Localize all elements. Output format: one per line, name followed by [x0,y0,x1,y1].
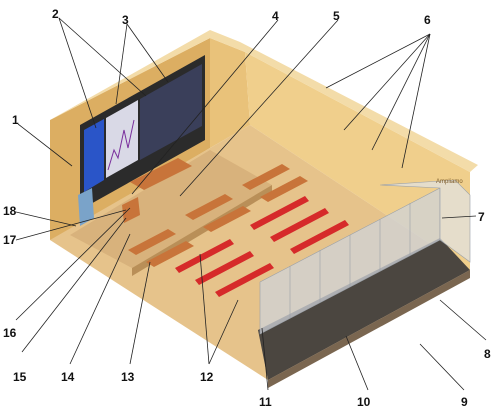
desk-row [242,164,290,190]
seat-row [215,263,274,297]
wall-top-rim [50,30,478,172]
seat-row [250,196,309,230]
desk-row [260,176,308,202]
lectern [122,197,140,223]
video-screen-right [140,64,202,160]
seat-row [290,220,349,254]
callout-15: 15 [13,370,27,384]
callout-9: 9 [461,395,468,409]
callout-16: 16 [3,326,17,340]
callout-13: 13 [121,370,135,384]
callout-1: 1 [12,113,19,127]
callout-7: 7 [478,210,485,224]
floor-front-edge [268,270,470,388]
callout-17: 17 [3,233,17,247]
seat-row [175,239,234,273]
stage-furniture [78,158,192,226]
leader-lines [15,17,487,391]
desk-row [203,206,251,232]
seat-row [195,251,254,285]
booth-row-back [379,179,471,263]
video-screen-left [84,119,104,192]
presenter-table [130,158,192,190]
callout-10: 10 [357,395,371,409]
stage-platform [70,150,272,268]
seating-area [128,164,349,297]
callout-2: 2 [52,7,59,21]
video-wall [80,55,205,210]
seat-row [270,208,329,242]
callout-labels: 1 2 3 4 5 6 7 8 9 10 11 12 13 14 15 16 1… [3,7,491,409]
callout-6: 6 [424,13,431,27]
callout-4: 4 [272,9,279,23]
booth-base [258,238,470,380]
callout-5: 5 [333,9,340,23]
glass-booths: Ampliamo [259,179,471,335]
info-kiosk [78,188,94,226]
desk-row [128,229,176,255]
callout-11: 11 [259,395,272,409]
callout-12: 12 [200,370,214,384]
callout-8: 8 [484,347,491,361]
video-screen-chart-trace [107,119,135,171]
callout-3: 3 [122,13,129,27]
wall-sign: Ampliamo [436,179,463,185]
callout-18: 18 [3,204,17,218]
desk-row [146,241,194,267]
desk-row [185,194,233,220]
callout-14: 14 [61,370,75,384]
